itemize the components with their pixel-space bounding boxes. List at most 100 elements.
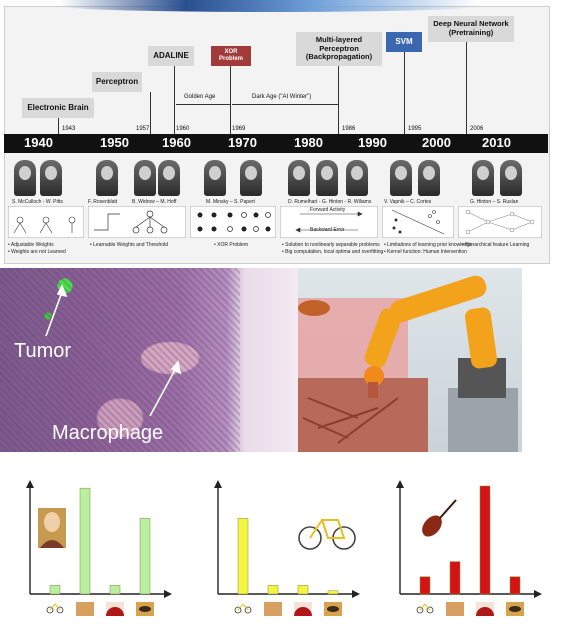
milestone-perceptron: Perceptron — [92, 72, 142, 92]
people-caption: M. Minsky – S. Papert — [206, 199, 255, 205]
portrait — [158, 160, 180, 196]
people-caption: G. Hinton – S. Ruslan — [470, 199, 519, 205]
eye-patch-icon — [136, 602, 154, 616]
milestone-deep-neural-network: Deep Neural Network (Pretraining) — [428, 16, 514, 42]
people-caption: F. Rosenblatt — [88, 199, 118, 205]
dark-age-arrow — [232, 104, 338, 105]
year-tick: 2006 — [470, 126, 484, 132]
bar-violin — [297, 585, 309, 595]
connector — [404, 52, 405, 134]
people-caption: V. Vapnik – C. Cortes — [384, 199, 432, 205]
header-swoosh — [60, 0, 480, 12]
eye-patch-icon — [506, 602, 524, 616]
tumor-label: Tumor — [14, 340, 72, 362]
connector — [174, 66, 175, 134]
bar-eye — [139, 518, 151, 595]
decade-label: 2000 — [422, 135, 451, 150]
year-tick: 1995 — [408, 126, 422, 132]
portrait — [500, 160, 522, 196]
decade-label: 1950 — [100, 135, 129, 150]
diagram-label: Backward Error — [310, 227, 345, 233]
timeline-note: • Learnable Weights and Threshold — [90, 242, 169, 248]
violin-patch-icon — [106, 602, 124, 616]
decade-label: 2010 — [482, 135, 511, 150]
connector — [230, 66, 231, 134]
decade-label: 1970 — [228, 135, 257, 150]
timeline-note: • Solution to nonlinearly separable prob… — [282, 242, 384, 255]
x-axis-arrow — [352, 590, 360, 598]
bar-violin — [109, 585, 121, 595]
dark-age-label: Dark Age ("AI Winter") — [252, 94, 312, 100]
bar-face — [449, 561, 461, 595]
bicycle-icon — [234, 603, 252, 614]
decade-label: 1960 — [162, 135, 191, 150]
eye-patch-icon — [324, 602, 342, 616]
bar-bicycle — [237, 518, 249, 595]
face-patch-icon — [264, 602, 282, 616]
y-axis-arrow — [214, 480, 222, 488]
bar-eye — [327, 590, 339, 595]
connector — [466, 42, 467, 134]
milestone-backpropagation: Multi-layered Perceptron (Backpropagatio… — [296, 32, 382, 66]
golden-age-arrow — [176, 104, 230, 105]
y-axis-arrow — [396, 480, 404, 488]
histology-image — [0, 268, 298, 452]
violin-patch-icon — [476, 602, 494, 616]
portrait — [472, 160, 494, 196]
decade-bar: 1940 1950 1960 1970 1980 1990 2000 2010 — [4, 134, 548, 153]
portrait — [418, 160, 440, 196]
milestone-svm: SVM — [386, 32, 422, 52]
backprop-diagram — [280, 206, 378, 238]
portrait — [316, 160, 338, 196]
portrait — [346, 160, 368, 196]
deep-network-diagram — [458, 206, 542, 238]
connector — [58, 118, 59, 134]
people-caption: B. Widrow – M. Hoff — [132, 199, 177, 205]
tissue-texture — [0, 268, 240, 452]
face-patch-icon — [446, 602, 464, 616]
year-tick: 1986 — [342, 126, 356, 132]
violin-illustration — [422, 499, 457, 537]
portrait-illustration — [38, 508, 66, 548]
timeline-note: • XOR Problem — [214, 242, 248, 248]
year-tick: 1943 — [62, 126, 76, 132]
diagram-label: Forward Activity — [310, 207, 346, 213]
bicycle-icon — [46, 603, 64, 614]
bar-chart-3 — [396, 480, 542, 616]
timeline-note: • Limitations of learning prior knowledg… — [384, 242, 473, 255]
people-caption: D. Rumelhart - G. Hinton - R. Wiliams — [288, 199, 372, 205]
portrait — [240, 160, 262, 196]
year-tick: 1960 — [176, 126, 190, 132]
face-patch-icon — [76, 602, 94, 616]
bar-face — [79, 487, 91, 595]
y-axis-arrow — [26, 480, 34, 488]
milestone-electronic-brain: Electronic Brain — [22, 98, 94, 118]
mcculloch-pitts-diagram — [8, 206, 84, 238]
decade-label: 1980 — [294, 135, 323, 150]
portrait — [96, 160, 118, 196]
bar-charts — [26, 480, 542, 616]
decade-label: 1940 — [24, 135, 53, 150]
bar-chart-1 — [26, 480, 172, 616]
connector — [338, 66, 339, 134]
people-caption: S. McCulloch - W. Pitts — [12, 199, 63, 205]
bicycle-icon — [416, 603, 434, 614]
robot-arm-illustration — [298, 275, 518, 452]
bar-eye — [509, 576, 521, 595]
x-axis-arrow — [164, 590, 172, 598]
portrait — [390, 160, 412, 196]
violin-patch-icon — [294, 602, 312, 616]
bar-violin — [479, 485, 491, 595]
xor-diagram — [190, 206, 276, 238]
portrait — [134, 160, 156, 196]
x-axis-arrow — [534, 590, 542, 598]
milestone-adaline: ADALINE — [148, 46, 194, 66]
year-tick: 1969 — [232, 126, 246, 132]
portrait — [288, 160, 310, 196]
portrait — [14, 160, 36, 196]
portrait — [204, 160, 226, 196]
timeline-note: • Adjustable Weights • Weights are not L… — [8, 242, 66, 255]
bar-bicycle — [419, 576, 431, 595]
bicycle-illustration — [298, 519, 356, 550]
svm-diagram — [382, 206, 454, 238]
